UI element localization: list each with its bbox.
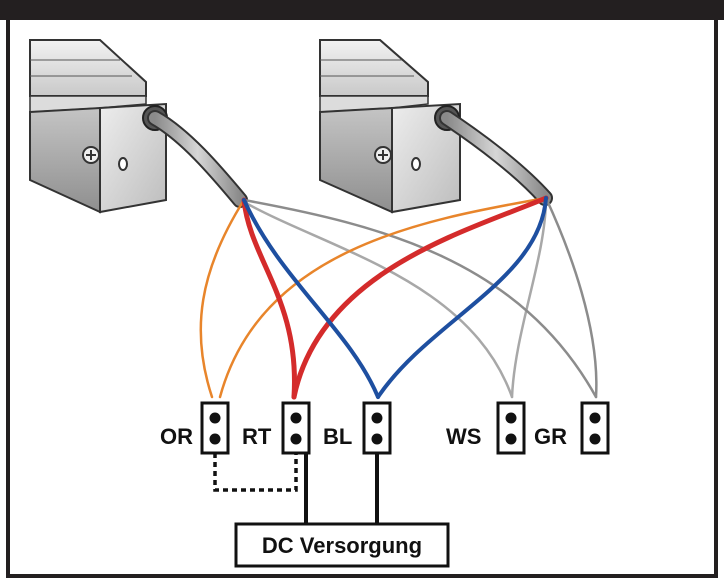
- dc-supply-label: DC Versorgung: [262, 533, 422, 558]
- actuator-right: [319, 39, 553, 214]
- terminal-rt: [281, 401, 311, 455]
- wire-bl-1: [242, 198, 380, 399]
- terminal-ws: [496, 401, 526, 455]
- diagram-frame: [6, 14, 718, 578]
- wire-ws-2: [510, 198, 548, 399]
- wire-rt-1: [241, 197, 297, 400]
- wire-gr-2: [544, 196, 598, 399]
- terminal-label-or: OR: [160, 424, 193, 449]
- wire-bl-2: [376, 196, 548, 399]
- terminal-bl: [362, 401, 392, 455]
- terminal-gr: [580, 401, 610, 455]
- actuator-left: [29, 39, 248, 214]
- wire-ws-1: [242, 200, 514, 399]
- terminal-blocks: [200, 401, 610, 455]
- wire-rt-2: [291, 195, 549, 400]
- terminal-or: [200, 401, 230, 455]
- terminal-label-rt: RT: [242, 424, 272, 449]
- terminal-label-gr: GR: [534, 424, 567, 449]
- wire-or-2: [218, 196, 548, 399]
- wire-or-1: [199, 198, 246, 399]
- terminal-label-ws: WS: [446, 424, 481, 449]
- terminal-labels: OR RT BL WS GR: [160, 424, 567, 449]
- wires: [199, 195, 598, 400]
- bridge-jumper: [213, 453, 298, 492]
- dc-supply-box: [234, 522, 450, 568]
- terminal-label-bl: BL: [323, 424, 352, 449]
- wire-gr-1: [242, 198, 598, 399]
